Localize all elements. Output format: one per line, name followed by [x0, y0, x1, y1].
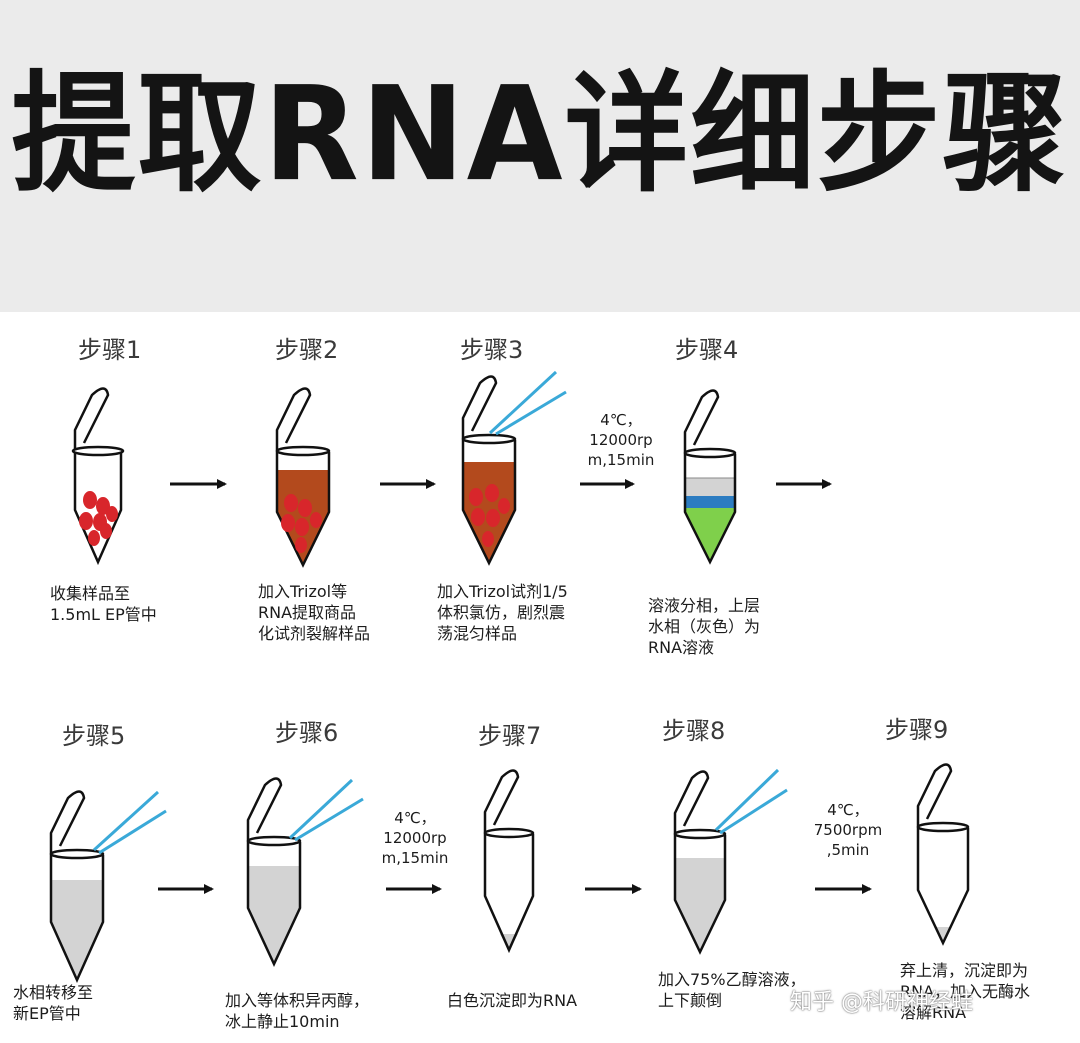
- centrifuge-condition-2: 4℃， 12000rp m,15min: [381, 809, 449, 867]
- step-5-caption: 水相转移至 新EP管中: [13, 983, 94, 1023]
- page-title: 提取RNA详细步骤: [11, 59, 1069, 211]
- title-banner: 提取RNA详细步骤: [0, 0, 1080, 312]
- step-3-caption: 加入Trizol试剂1/5 体积氯仿，剧烈震 荡混匀样品: [437, 582, 568, 643]
- step-5-label: 步骤5: [62, 722, 126, 750]
- tissue-sample-icon: [79, 491, 118, 546]
- tube-step-5: [49, 790, 167, 984]
- tube-step-4: [683, 389, 737, 565]
- tube-step-7: [483, 769, 535, 954]
- tube-step-8: [673, 768, 788, 955]
- step-7-label: 步骤7: [478, 722, 542, 750]
- pipette-icon: [714, 768, 788, 835]
- pipette-icon: [488, 370, 567, 436]
- step-1-label: 步骤1: [78, 336, 142, 364]
- pipette-icon: [288, 778, 364, 842]
- step-9-caption: 弃上清，沉淀即为 RNA，加入无酶水 溶解RNA: [900, 961, 1031, 1022]
- step-2-caption: 加入Trizol等 RNA提取商品 化试剂裂解样品: [258, 582, 371, 643]
- step-8-label: 步骤8: [662, 717, 726, 745]
- tissue-sample-icon: [281, 494, 322, 553]
- tube-step-9: [916, 763, 970, 946]
- step-8-caption: 加入75%乙醇溶液， 上下颠倒: [658, 970, 806, 1010]
- step-7-caption: 白色沉淀即为RNA: [447, 991, 578, 1010]
- tube-step-1: [71, 387, 125, 566]
- step-1-caption: 收集样品至 1.5mL EP管中: [50, 584, 157, 624]
- step-4-label: 步骤4: [675, 336, 739, 364]
- step-2-label: 步骤2: [275, 336, 339, 364]
- tube-step-6: [246, 777, 364, 967]
- step-4-caption: 溶液分相，上层 水相（灰色）为 RNA溶液: [648, 596, 761, 657]
- step-3-label: 步骤3: [460, 336, 524, 364]
- pipette-icon: [92, 790, 167, 855]
- centrifuge-condition-1: 4℃， 12000rp m,15min: [587, 411, 655, 469]
- centrifuge-condition-3: 4℃， 7500rpm ,5min: [813, 801, 883, 859]
- step-9-label: 步骤9: [885, 716, 949, 744]
- step-6-caption: 加入等体积异丙醇， 冰上静止10min: [225, 991, 370, 1031]
- tube-step-2: [275, 387, 331, 568]
- tube-step-3: [461, 370, 567, 566]
- tissue-sample-icon: [469, 484, 510, 547]
- step-6-label: 步骤6: [275, 719, 339, 747]
- watermark: 知乎 @科研神经蛙: [790, 990, 973, 1015]
